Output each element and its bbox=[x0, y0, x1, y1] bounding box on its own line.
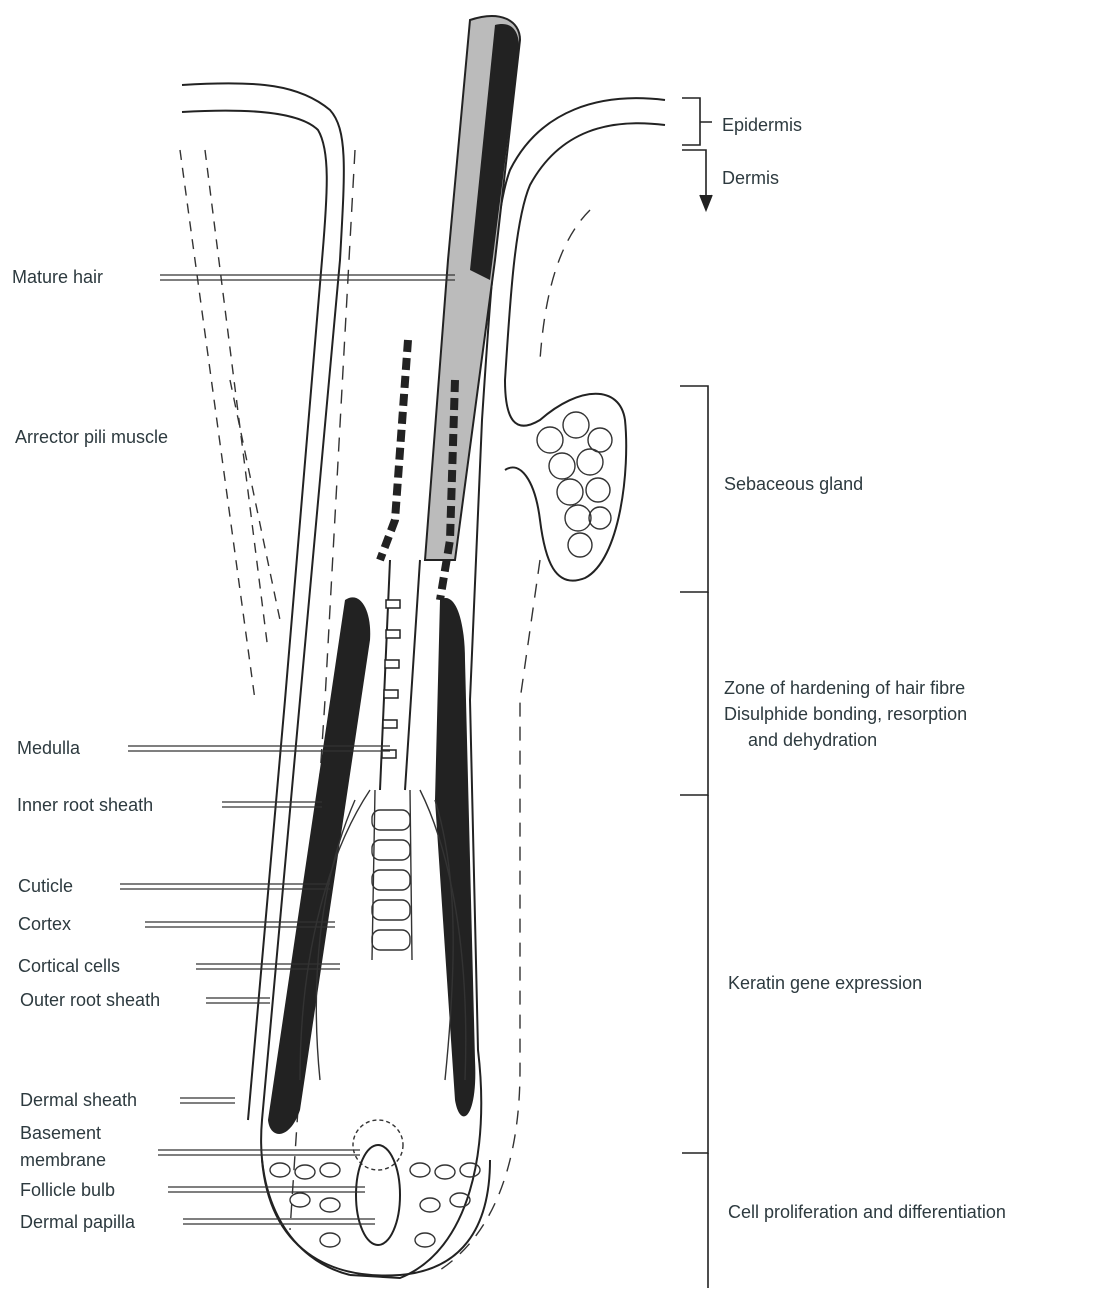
label-inner-root-sheath: Inner root sheath bbox=[17, 795, 153, 815]
label-keratin-gene-expression: Keratin gene expression bbox=[728, 973, 922, 993]
cortical-cells bbox=[299, 789, 467, 1081]
label-mature-hair: Mature hair bbox=[12, 267, 103, 287]
label-cortex: Cortex bbox=[18, 914, 71, 934]
label-epidermis: Epidermis bbox=[722, 115, 802, 135]
label-hardening-line1: Zone of hardening of hair fibre bbox=[724, 678, 965, 698]
gland-cells bbox=[536, 411, 613, 558]
sebaceous-gland-shape bbox=[504, 379, 628, 582]
label-dermal-papilla: Dermal papilla bbox=[20, 1212, 136, 1232]
follicle-drawing bbox=[179, 15, 666, 1280]
label-dermis: Dermis bbox=[722, 168, 779, 188]
label-follicle-bulb: Follicle bulb bbox=[20, 1180, 115, 1200]
label-cortical-cells: Cortical cells bbox=[18, 956, 120, 976]
leader-lines bbox=[120, 274, 455, 1225]
label-hardening-line3: and dehydration bbox=[748, 730, 877, 750]
label-medulla: Medulla bbox=[17, 738, 81, 758]
label-dermal-sheath: Dermal sheath bbox=[20, 1090, 137, 1110]
right-brackets bbox=[680, 97, 713, 1288]
label-basement-membrane-line1: Basement bbox=[20, 1123, 101, 1143]
label-sebaceous-gland: Sebaceous gland bbox=[724, 474, 863, 494]
outer-root-sheath-right bbox=[435, 598, 476, 1117]
label-basement-membrane-line2: membrane bbox=[20, 1150, 106, 1170]
outer-root-sheath-left bbox=[268, 597, 371, 1134]
dermal-papilla-shape bbox=[355, 1144, 401, 1246]
label-outer-root-sheath: Outer root sheath bbox=[20, 990, 160, 1010]
label-cell-proliferation: Cell proliferation and differentiation bbox=[728, 1202, 1006, 1222]
label-cuticle: Cuticle bbox=[18, 876, 73, 896]
label-hardening-line2: Disulphide bonding, resorption bbox=[724, 704, 967, 724]
label-arrector-pili-muscle: Arrector pili muscle bbox=[15, 427, 168, 447]
